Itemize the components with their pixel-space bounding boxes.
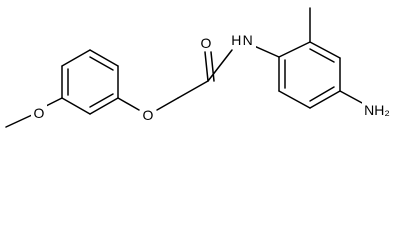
amide-oxygen-label: O — [201, 35, 212, 51]
chemical-structure: O H N O O NH₂ — [5, 7, 394, 128]
bond-ring-a-oether — [117, 97, 140, 111]
ring-b-bond-4 — [309, 90, 341, 109]
atom-labels: O H N O O NH₂ — [31, 30, 394, 123]
ring-a-bond-6 — [61, 97, 91, 115]
bond-methyl-omethoxy — [5, 114, 33, 128]
methoxy-oxygen-label: O — [34, 105, 45, 121]
bond-oether-ch2 — [156, 97, 179, 111]
amide-nitrogen-label: H N — [231, 32, 252, 48]
bond-carbonyl-o-1 — [204, 51, 209, 82]
bond-ch2-carbonyl — [177, 80, 209, 99]
ring-a-bond-5-inner — [89, 93, 114, 108]
ring-b-bond-2 — [309, 41, 341, 59]
ring-a-bond-3 — [89, 49, 119, 67]
ring-a-bond-3-inner — [89, 56, 114, 71]
ring-a-bond-5 — [89, 97, 119, 115]
bond-ring-b-nh2 — [339, 90, 365, 105]
ring-b-bond-4-inner — [309, 86, 335, 102]
bonds — [5, 7, 365, 128]
bond-carbonyl-n — [207, 49, 233, 82]
ether-oxygen-label: O — [143, 107, 154, 123]
bond-n-ring-b — [251, 44, 280, 58]
ring-b-bond-2-inner — [309, 48, 335, 63]
bond-omethoxy-ring-a — [45, 97, 63, 107]
bond-carbonyl-o-2 — [210, 51, 215, 82]
ring-b-bond-5 — [278, 90, 311, 109]
amine-label: NH₂ — [364, 102, 390, 118]
ring-b-bond-1 — [278, 41, 311, 58]
ring-a-bond-2 — [61, 49, 91, 67]
